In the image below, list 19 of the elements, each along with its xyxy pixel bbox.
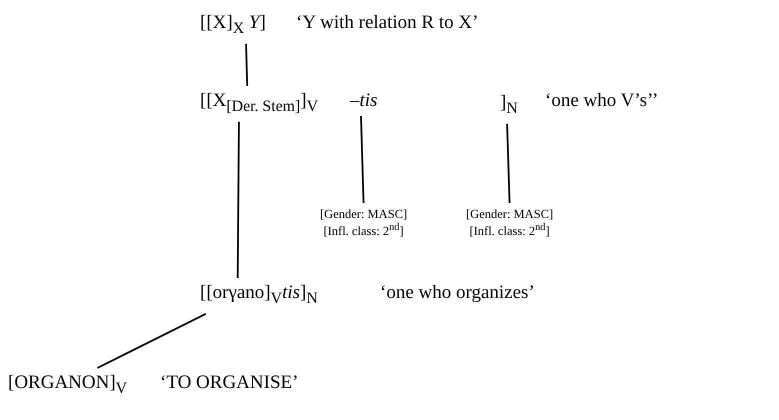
gloss-text: ‘Y with relation R to X’ — [296, 12, 478, 34]
form-text: [ORGANON]$_{V}$ — [8, 372, 128, 399]
tree-line — [360, 116, 364, 204]
form-text: –tis — [350, 90, 378, 112]
form-text: [[orγano]$_{V}$tis]$_{N}$ — [200, 282, 318, 309]
gloss-text: ‘one who organizes’ — [380, 282, 535, 304]
tree-line — [506, 124, 510, 204]
feature-text: [Infl. class: 2$^{nd}$] — [322, 221, 405, 238]
gloss-text: ‘TO ORGANISE’ — [160, 372, 298, 394]
feature-text: [Infl. class: 2$^{nd}$] — [468, 221, 551, 238]
feature-text: [Gender: MASC] — [466, 207, 554, 221]
form-text: ]$_{N}$ — [500, 92, 518, 119]
form-text: [[X$_{[Der. Stem]}$]$_{V}$ — [200, 90, 318, 117]
feature-text: [Gender: MASC] — [320, 207, 408, 221]
form-text: [[X]$_{X}$ Y] — [200, 12, 266, 39]
tree-line — [245, 44, 248, 86]
gloss-text: ‘one who V’s’’ — [545, 90, 658, 112]
tree-line — [236, 122, 240, 278]
tree-line — [96, 313, 206, 369]
